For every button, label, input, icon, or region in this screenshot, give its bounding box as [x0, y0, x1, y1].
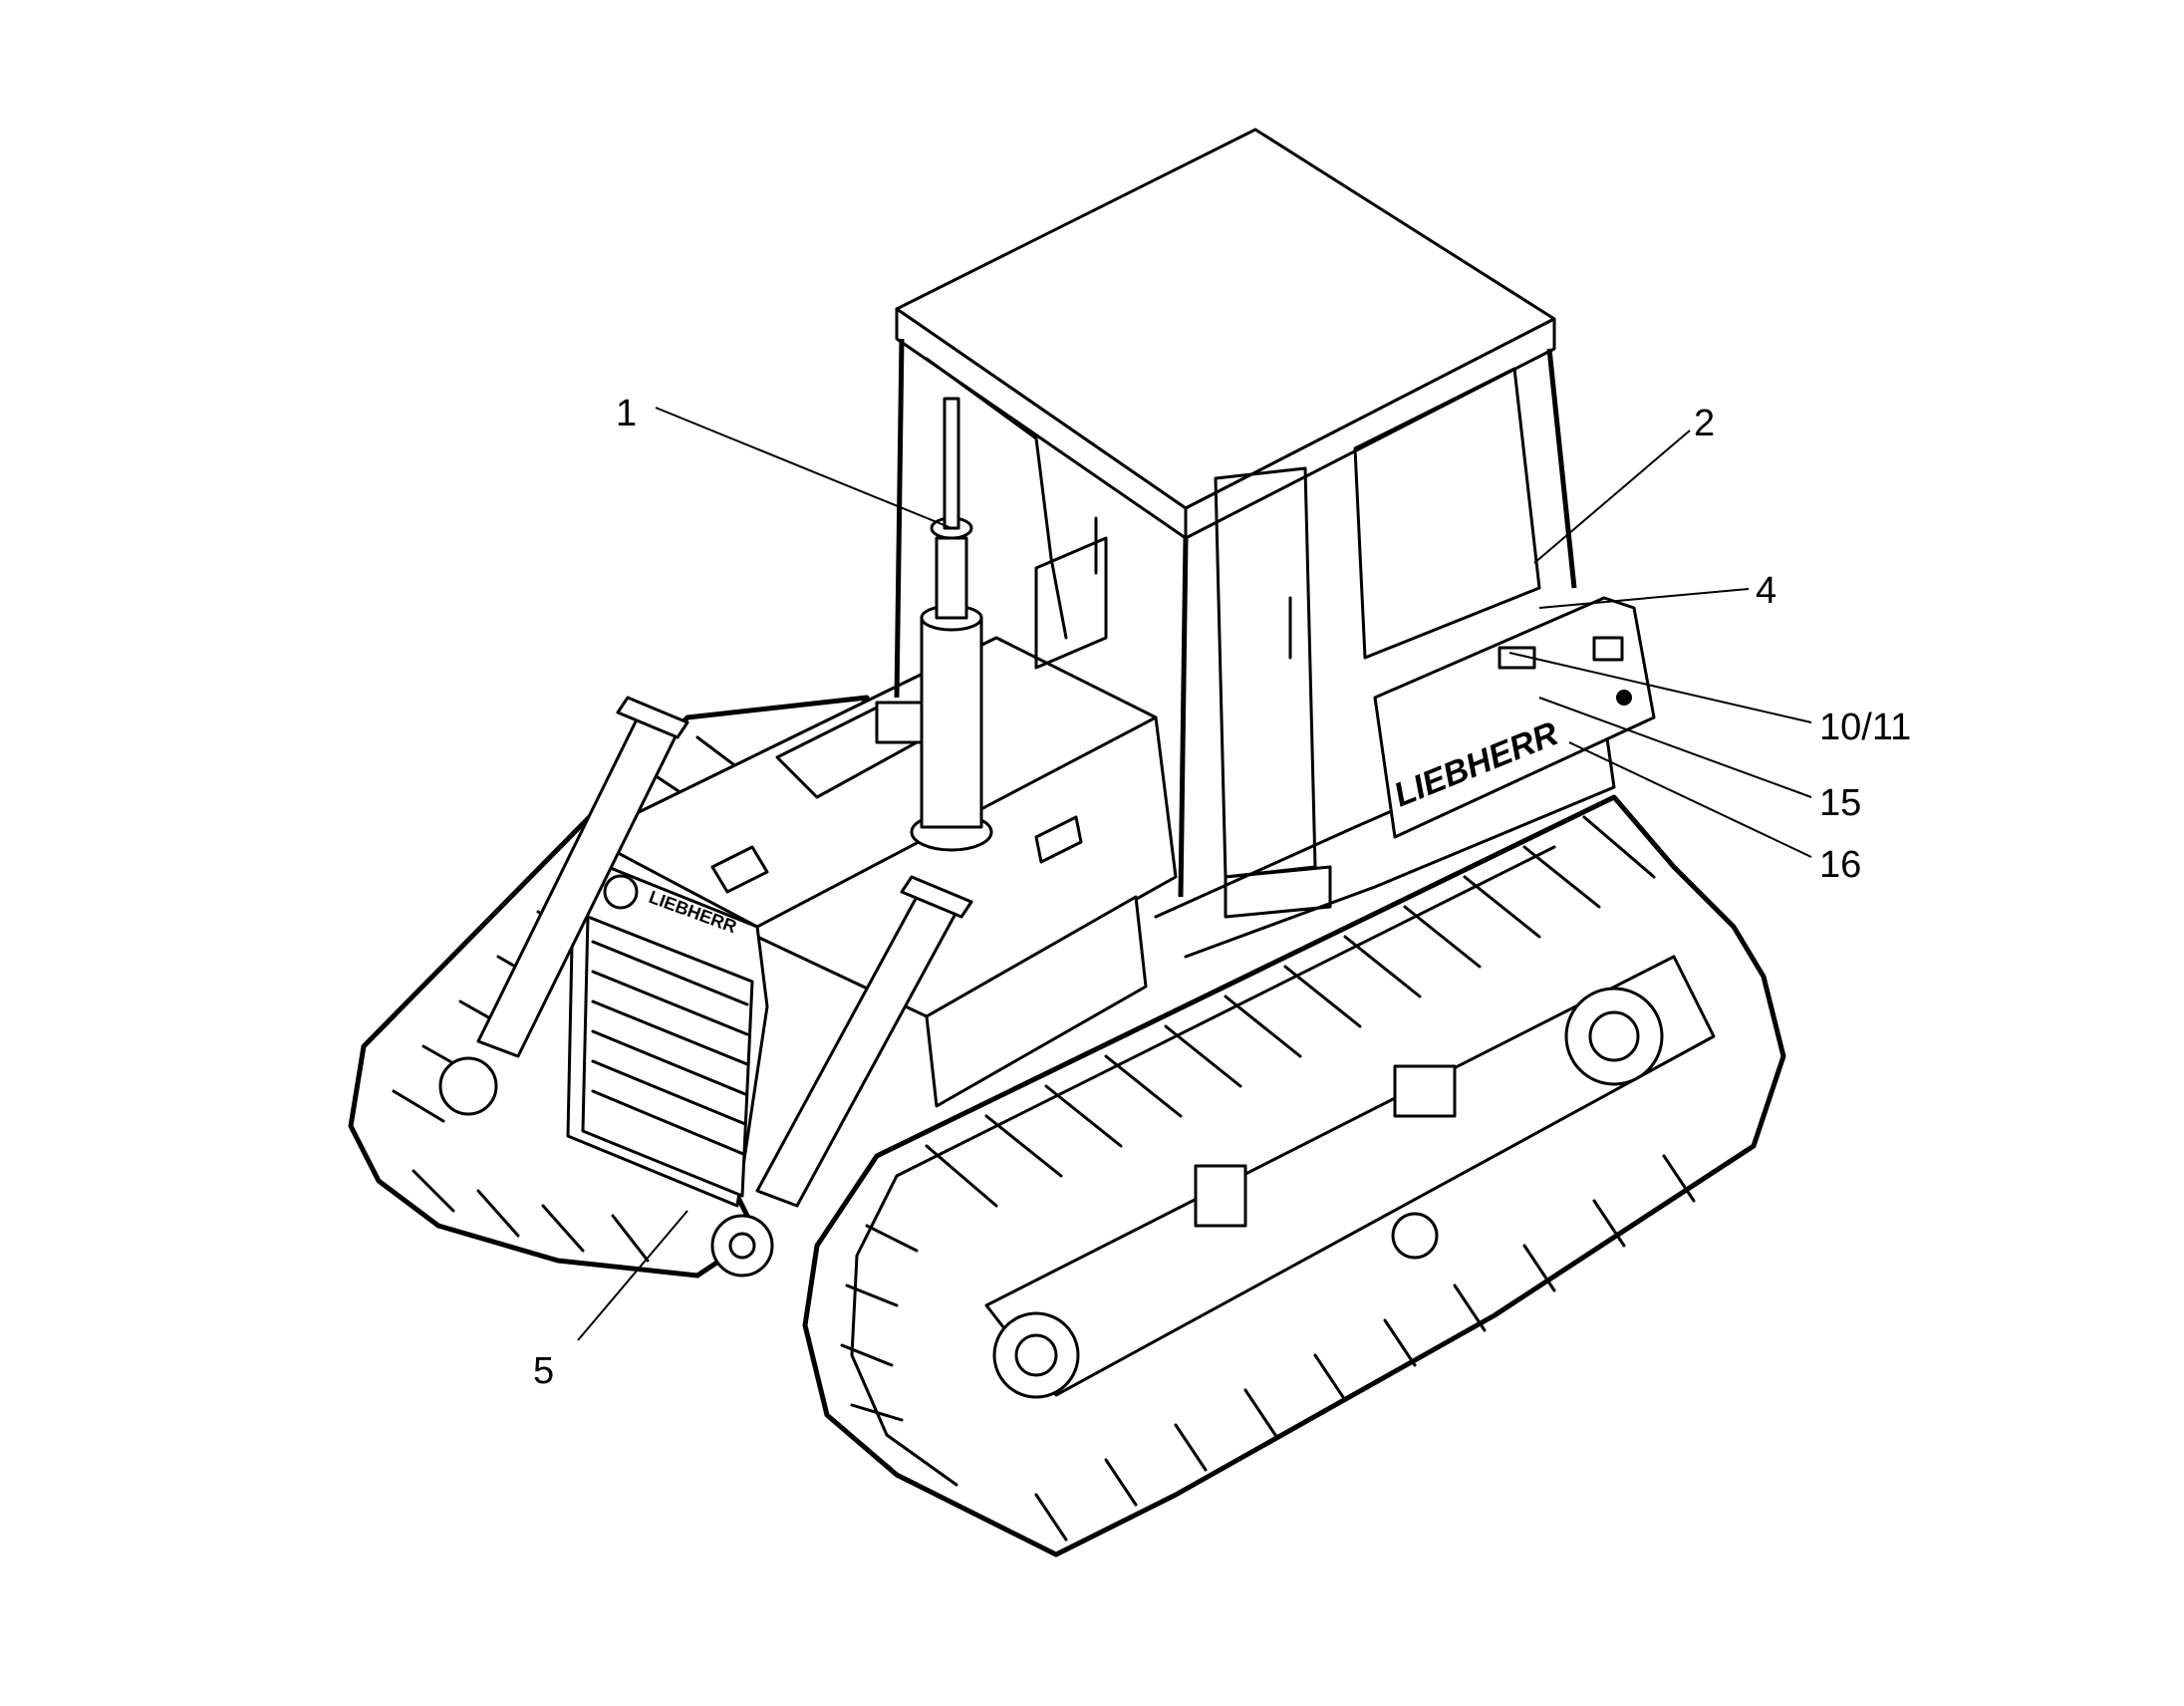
callout-2: 2 [1694, 403, 1715, 444]
exhaust-stack [910, 397, 993, 852]
callout-labels: 1 2 4 10/11 15 16 5 [533, 393, 1911, 1392]
right-track [802, 794, 1786, 1558]
callout-leader-lines [577, 407, 1812, 1341]
callout-15: 15 [1819, 782, 1861, 824]
lift-cylinders [438, 696, 973, 1278]
callout-10-11: 10/11 [1819, 707, 1911, 748]
callout-1: 4 [1756, 570, 1776, 612]
operator-cab: LIEBHERR [894, 128, 1656, 959]
callout-4: 1 [616, 393, 637, 434]
callout-5: 5 [533, 1350, 554, 1392]
callout-16: 16 [1819, 844, 1861, 886]
